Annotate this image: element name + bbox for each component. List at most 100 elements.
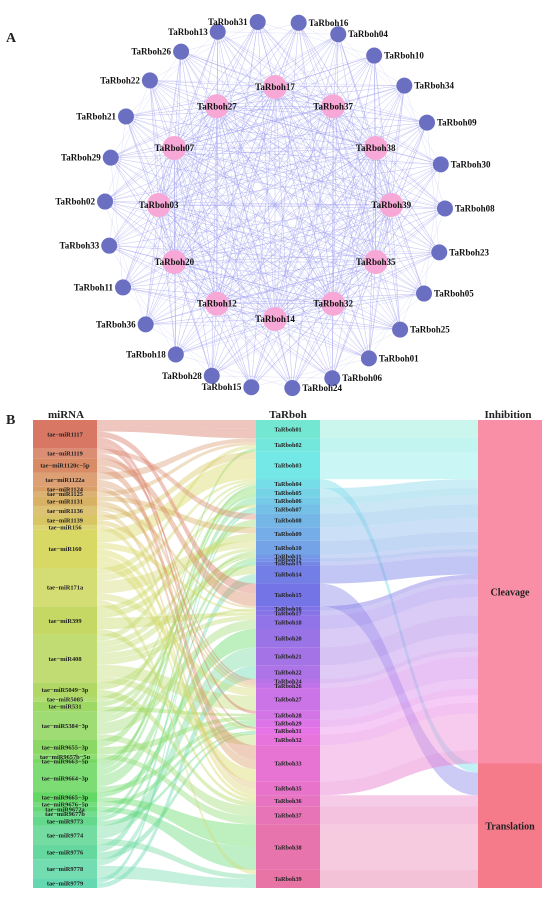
network-edge [333,293,425,304]
network-edge [332,122,428,304]
sankey-link [320,504,478,528]
network-edge [338,34,376,149]
network-edge [274,34,339,320]
outer-node [436,200,453,217]
outer-node [290,14,307,31]
network-edge [149,80,276,88]
network-edge [174,204,392,263]
network-edge [298,22,334,107]
mirna-label: tae−miR9676−5p [42,802,89,809]
network-edge [125,86,276,117]
network-edge [125,116,218,304]
outer-node-label: TaRboh36 [96,319,136,329]
outer-node-label: TaRboh01 [379,353,419,363]
sankey-link [97,444,256,575]
network-edge [149,80,276,320]
gene-node [256,451,320,480]
network-edge [426,122,440,253]
network-edge [125,116,376,149]
network-edge [211,106,218,376]
mirna-node [33,472,97,487]
network-edge [257,21,446,209]
network-edge [125,55,375,117]
gene-label: TaRboh28 [274,713,301,720]
gene-label: TaRboh24 [274,678,301,685]
gene-node [256,647,320,666]
gene-node [256,795,320,807]
gene-node [256,665,320,679]
network-edge [122,55,375,288]
network-edge [216,34,339,304]
gene-label: TaRboh37 [274,813,301,820]
mirna-label: tae−miR1124 [47,486,84,493]
network-edge [368,85,405,359]
mirna-label: tae−miR1119 [47,451,83,458]
hub-node [263,307,287,331]
sankey-link [97,556,256,707]
network-edge [216,303,293,389]
network-edge [211,303,218,376]
network-edge [274,318,370,359]
gene-label: TaRboh18 [274,619,301,626]
network-edge [122,147,175,288]
network-edge [375,147,446,209]
outer-node-label: TaRboh18 [126,349,166,359]
network-edge [211,106,334,376]
network-edge [332,122,428,379]
network-edge [216,106,401,330]
network-edge [125,116,175,263]
sankey-link [97,561,256,822]
network-edge [122,287,217,304]
network-edge [149,80,376,263]
network-edge [216,122,428,304]
network-edge [149,80,333,379]
network-edge [174,122,428,149]
network-edge [149,80,392,206]
sankey-link [97,481,256,641]
network-edge [338,34,376,263]
mirna-node [33,458,97,473]
network-edge [149,80,440,253]
hub-node-label: TaRboh14 [255,314,295,324]
network-edge [216,303,401,330]
sankey-link [97,608,256,659]
network-edge [333,106,428,123]
network-edge [180,51,276,320]
outer-node [117,108,134,125]
network-edge [110,86,276,158]
network-edge [122,86,276,288]
network-edge [158,204,334,304]
mirna-node [33,802,97,807]
network-edge [180,51,376,263]
network-edge [174,261,425,294]
outer-node [97,193,114,210]
network-edge [216,85,405,304]
network-edge [145,164,441,325]
network-edge [274,86,333,379]
network-edge [104,147,175,202]
network-edge [423,164,441,294]
network-edge [174,55,375,149]
network-edge [373,55,401,330]
sankey-link [97,629,256,798]
outer-node-label: TaRboh31 [208,17,248,27]
network-edge [174,147,440,253]
column-header-mirna: miRNA [48,409,84,421]
mirna-node [33,806,97,812]
sankey-link [97,554,256,690]
outer-node [102,149,119,166]
sankey-link [97,565,256,653]
network-edge [174,55,375,263]
gene-node [256,629,320,648]
network-edge [368,252,440,359]
network-edge [145,51,182,325]
network-edge [158,164,441,206]
sankey-link [320,806,478,825]
sankey-link [97,469,256,543]
network-edge [149,21,258,81]
mirna-node [33,711,97,740]
inhibition-node [478,763,542,888]
network-edge [180,51,293,389]
gene-label: TaRboh39 [274,876,301,883]
network-edge [216,106,425,294]
